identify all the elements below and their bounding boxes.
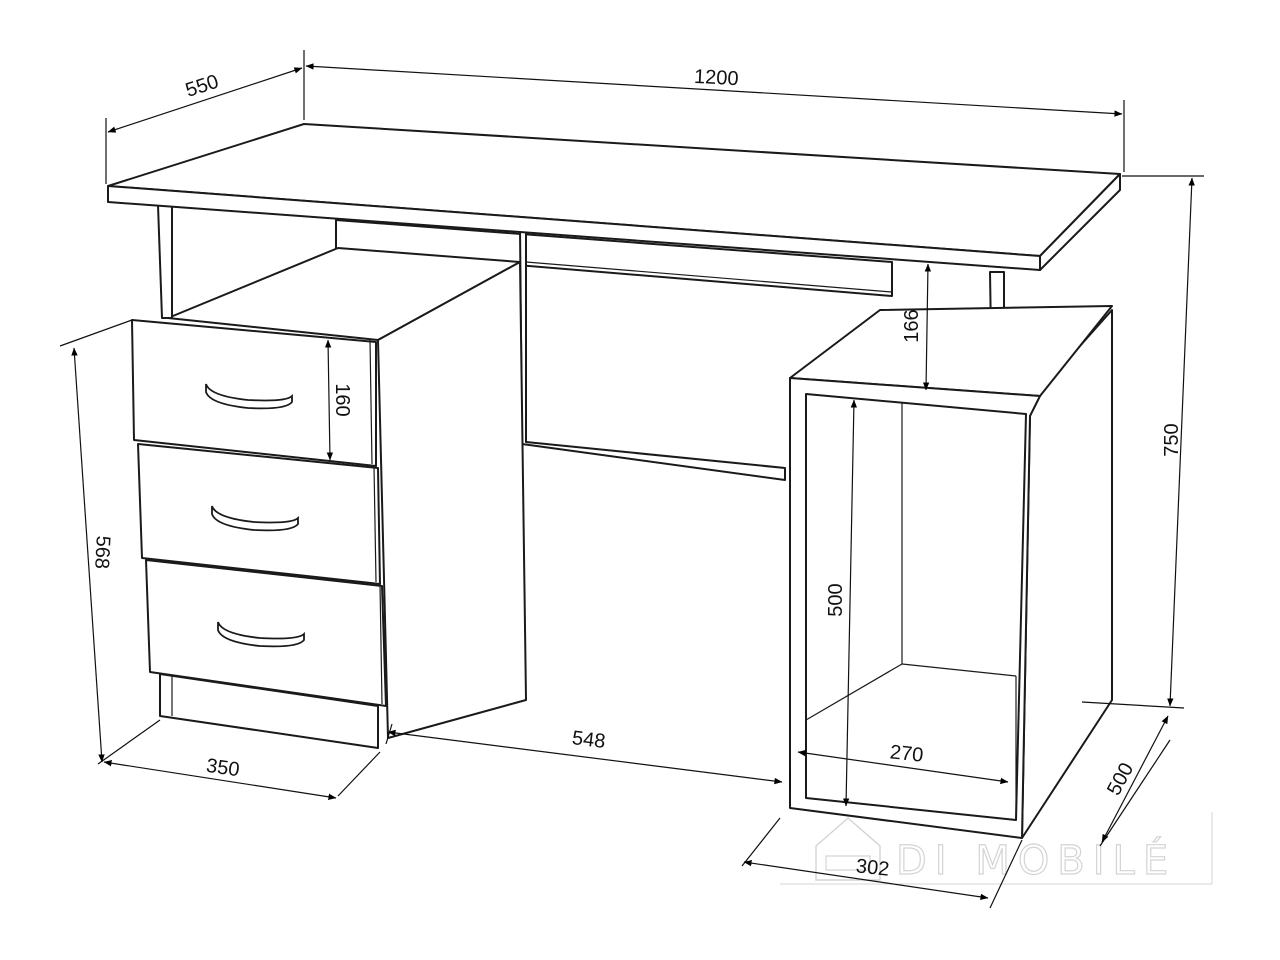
watermark-text: DI MOBILÉ bbox=[896, 836, 1176, 884]
desk-body bbox=[107, 123, 1121, 839]
dim-height-total-label: 750 bbox=[1161, 423, 1183, 456]
dimension-lines bbox=[59, 50, 1204, 909]
drawer-1-handle-icon bbox=[205, 383, 293, 410]
dim-clearance-label: 166 bbox=[901, 309, 923, 342]
dim-niche-outer-width-label: 302 bbox=[855, 855, 890, 880]
dimension-labels: 550 1200 750 166 160 568 350 548 500 270… bbox=[90, 66, 1183, 881]
back-panel bbox=[335, 219, 893, 297]
dim-knee-space-label: 548 bbox=[571, 727, 607, 753]
dim-niche-width-label: 270 bbox=[889, 741, 924, 766]
left-pedestal-side bbox=[377, 261, 527, 739]
left-rear-leg bbox=[157, 204, 173, 319]
dim-drawer-height-label: 160 bbox=[331, 383, 353, 416]
dim-depth-top-label: 550 bbox=[183, 71, 222, 102]
dim-depth-bottom-label: 500 bbox=[1103, 759, 1138, 799]
drawer-2-handle-icon bbox=[211, 505, 299, 532]
dim-width-top-label: 1200 bbox=[694, 66, 740, 90]
tabletop-side-edge bbox=[1039, 173, 1121, 271]
dim-pedestal-height-label: 568 bbox=[90, 535, 114, 569]
drawer-3-handle-icon bbox=[217, 621, 305, 648]
drawer-3 bbox=[145, 559, 387, 707]
drawer-1 bbox=[131, 319, 377, 467]
dim-niche-height-label: 500 bbox=[825, 583, 847, 616]
dim-pedestal-width-label: 350 bbox=[205, 755, 241, 781]
